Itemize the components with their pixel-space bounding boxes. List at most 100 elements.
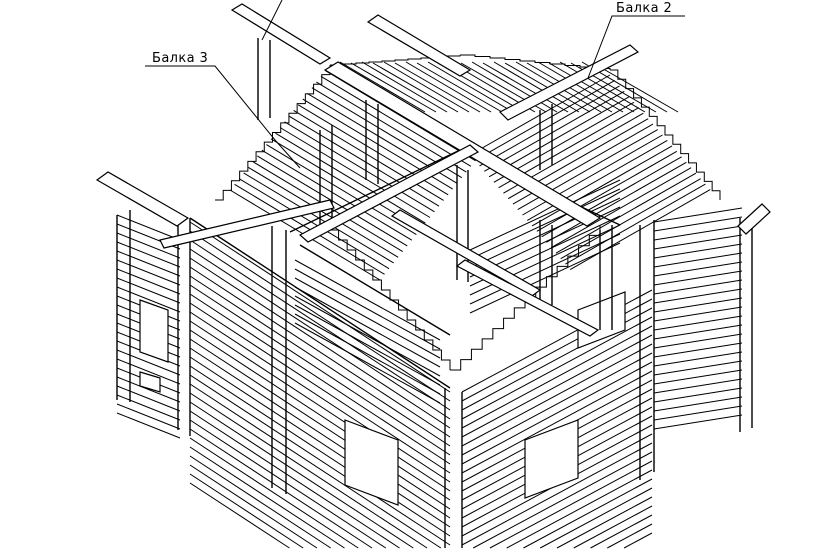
frame-rail <box>469 197 621 269</box>
log-course-right-side <box>653 288 743 304</box>
roof-log-top <box>559 61 646 113</box>
log-course-left-side <box>116 250 181 277</box>
log-course-right-front <box>461 316 653 420</box>
roof-log-top <box>361 61 448 113</box>
roof-log-top <box>405 61 492 113</box>
corner-posts <box>116 38 753 548</box>
roof-log-right-slope <box>550 167 692 249</box>
roof-step-right <box>610 69 721 200</box>
frame-rail <box>294 304 441 386</box>
roof-log-top <box>548 62 635 113</box>
leader-beam-3 <box>145 65 301 169</box>
log-course-right-side <box>653 234 743 250</box>
log-course-left-front <box>189 284 451 456</box>
log-course-left-front <box>189 239 451 411</box>
log-course-left-front <box>189 356 451 528</box>
log-course-left-front <box>189 374 451 546</box>
log-course-right-side <box>653 225 743 241</box>
log-course-left-side <box>116 349 181 376</box>
window-opening-left-small <box>139 371 161 393</box>
log-course-left-front <box>189 419 387 549</box>
log-course-left-front <box>189 392 428 549</box>
label-beam-2: Балка 2 <box>616 1 672 16</box>
log-course-left-front <box>189 275 451 447</box>
leader-top-left <box>261 0 283 41</box>
frame-rail <box>294 259 441 341</box>
log-course-right-side <box>653 405 743 421</box>
label-beam-3: Балка 3 <box>152 51 208 66</box>
log-course-left-front <box>189 347 451 519</box>
log-course-right-front <box>461 442 653 546</box>
log-course-left-front <box>189 446 345 549</box>
log-course-left-front <box>189 437 359 549</box>
annotations: Балка 2 Балка 3 <box>145 0 685 169</box>
frame-rail <box>469 242 621 314</box>
left-front-wall-top-edge <box>189 217 451 389</box>
log-course-left-front <box>189 293 451 465</box>
log-course-right-side <box>653 243 743 259</box>
log-course-right-front <box>506 469 653 549</box>
log-course-left-side <box>116 259 181 286</box>
log-course-left-front <box>189 311 451 483</box>
log-course-left-front <box>189 248 451 420</box>
log-course-left-front <box>189 320 451 492</box>
log-course-left-side <box>116 241 181 268</box>
log-course-right-side <box>653 324 743 340</box>
roof-log-right-slope <box>522 134 663 216</box>
roof-log-right-slope <box>531 145 673 227</box>
door-opening-left <box>344 419 399 506</box>
roof-step-front-left <box>330 229 451 370</box>
wall-openings <box>139 291 626 506</box>
log-course-right-front <box>623 532 653 549</box>
beam-end-right <box>737 203 771 235</box>
log-course-right-side <box>653 387 743 403</box>
roof-log-left-slope <box>288 115 440 207</box>
log-course-left-front <box>189 428 373 549</box>
log-course-left-front <box>189 410 400 549</box>
roof-log-left-slope <box>316 81 467 173</box>
frame-rail <box>469 188 621 260</box>
roof-log-left-slope <box>247 166 399 258</box>
log-course-left-front <box>189 365 451 537</box>
log-course-right-front <box>489 460 653 549</box>
log-course-right-front <box>461 361 653 465</box>
log-course-right-side <box>653 315 743 331</box>
roof-log-top <box>383 61 470 113</box>
frame-rail <box>294 313 441 395</box>
log-course-right-side <box>653 252 743 268</box>
log-course-left-front <box>189 383 442 549</box>
log-course-right-side <box>653 297 743 313</box>
log-course-right-front <box>523 478 653 549</box>
window-opening-right-upper <box>577 291 626 349</box>
roof-log-top <box>592 62 679 113</box>
log-course-right-side <box>653 306 743 322</box>
roof-log-top <box>394 62 481 113</box>
log-course-right-front <box>461 370 653 474</box>
log-course-left-front <box>189 338 451 510</box>
log-course-right-side <box>653 369 743 385</box>
log-course-right-front <box>607 523 653 549</box>
roof-log-top <box>471 61 558 113</box>
log-course-right-side <box>653 414 743 430</box>
roof-log-top <box>416 62 503 113</box>
roof-log-left-slope <box>238 178 390 270</box>
roof-log-left-slope <box>266 144 417 235</box>
log-course-right-side <box>653 396 743 412</box>
roof-log-top <box>482 62 569 113</box>
beam-lower-cross <box>390 209 542 297</box>
left-front-wall <box>189 217 451 549</box>
log-course-left-side <box>116 412 181 439</box>
beam-2 <box>498 44 640 121</box>
frame-rail <box>469 179 621 251</box>
beam-inner-right <box>455 259 600 337</box>
roof-log-left-slope <box>320 75 472 167</box>
roof-log-left-slope <box>261 149 413 241</box>
log-course-right-front <box>556 496 653 549</box>
log-course-right-side <box>653 270 743 286</box>
frame-rail <box>294 277 441 359</box>
log-course-right-side <box>653 216 743 232</box>
log-course-right-side <box>653 378 743 394</box>
roof-log-top <box>339 61 426 113</box>
roof-log-top <box>427 61 514 113</box>
log-course-right-front <box>590 514 653 549</box>
